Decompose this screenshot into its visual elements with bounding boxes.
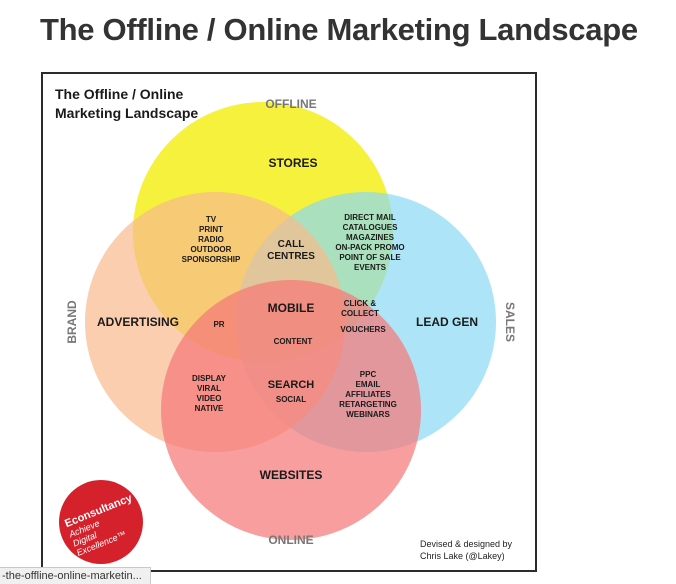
label-social: SOCIAL (276, 395, 306, 404)
label-stores: STORES (268, 156, 317, 170)
svg-text:TV: TV (206, 215, 217, 224)
svg-text:VIDEO: VIDEO (197, 394, 222, 403)
label-search: SEARCH (268, 379, 315, 391)
credit-line2: Chris Lake (@Lakey) (420, 551, 505, 561)
status-bar-url: -the-offline-online-marketin... (0, 567, 151, 584)
label-pr: PR (213, 320, 224, 329)
svg-text:DISPLAY: DISPLAY (192, 374, 227, 383)
label-lead-gen: LEAD GEN (416, 315, 478, 329)
svg-text:RETARGETING: RETARGETING (339, 400, 397, 409)
svg-text:PPC: PPC (360, 370, 377, 379)
region-call-centres: CALL CENTRES (267, 239, 315, 262)
page-title: The Offline / Online Marketing Landscape (40, 12, 638, 47)
svg-text:WEBINARS: WEBINARS (346, 410, 390, 419)
label-content: CONTENT (274, 337, 313, 346)
svg-text:NATIVE: NATIVE (195, 404, 224, 413)
region-click-collect: CLICK & COLLECT (341, 299, 379, 318)
edge-label-online: ONLINE (268, 533, 313, 547)
credit-line1: Devised & designed by (420, 539, 513, 549)
svg-text:MAGAZINES: MAGAZINES (346, 233, 395, 242)
region-stores-advertising: TV PRINT RADIO OUTDOOR SPONSORSHIP (182, 215, 241, 264)
svg-text:CATALOGUES: CATALOGUES (343, 223, 398, 232)
label-advertising: ADVERTISING (97, 315, 179, 329)
region-advertising-websites: DISPLAY VIRAL VIDEO NATIVE (192, 374, 227, 413)
svg-text:CLICK &: CLICK & (344, 299, 377, 308)
venn-diagram: The Offline / Online Marketing Landscape… (55, 86, 517, 564)
edge-label-sales: SALES (503, 302, 517, 342)
svg-text:COLLECT: COLLECT (341, 309, 379, 318)
svg-text:CALL: CALL (278, 239, 305, 250)
diagram-title-line2: Marketing Landscape (55, 105, 198, 121)
svg-text:OUTDOOR: OUTDOOR (191, 245, 232, 254)
edge-label-brand: BRAND (65, 300, 79, 344)
svg-text:AFFILIATES: AFFILIATES (345, 390, 391, 399)
diagram-title-line1: The Offline / Online (55, 86, 184, 102)
svg-text:EVENTS: EVENTS (354, 263, 387, 272)
svg-text:POINT OF SALE: POINT OF SALE (339, 253, 401, 262)
svg-text:PRINT: PRINT (199, 225, 223, 234)
svg-text:RADIO: RADIO (198, 235, 224, 244)
econsultancy-logo: Econsultancy Achieve Digital Excellence™ (59, 480, 143, 564)
svg-text:CENTRES: CENTRES (267, 251, 315, 262)
venn-diagram-image: The Offline / Online Marketing Landscape… (41, 72, 537, 572)
label-websites: WEBSITES (260, 468, 323, 482)
region-stores-lead-gen: DIRECT MAIL CATALOGUES MAGAZINES ON-PACK… (335, 213, 404, 272)
region-lead-gen-websites: PPC EMAIL AFFILIATES RETARGETING WEBINAR… (339, 370, 397, 419)
svg-text:VIRAL: VIRAL (197, 384, 221, 393)
circle-websites (161, 280, 421, 540)
svg-text:EMAIL: EMAIL (356, 380, 381, 389)
svg-text:SPONSORSHIP: SPONSORSHIP (182, 255, 241, 264)
svg-text:ON-PACK PROMO: ON-PACK PROMO (335, 243, 404, 252)
edge-label-offline: OFFLINE (265, 97, 316, 111)
svg-text:DIRECT MAIL: DIRECT MAIL (344, 213, 396, 222)
label-vouchers: VOUCHERS (340, 325, 386, 334)
label-mobile: MOBILE (268, 301, 315, 315)
